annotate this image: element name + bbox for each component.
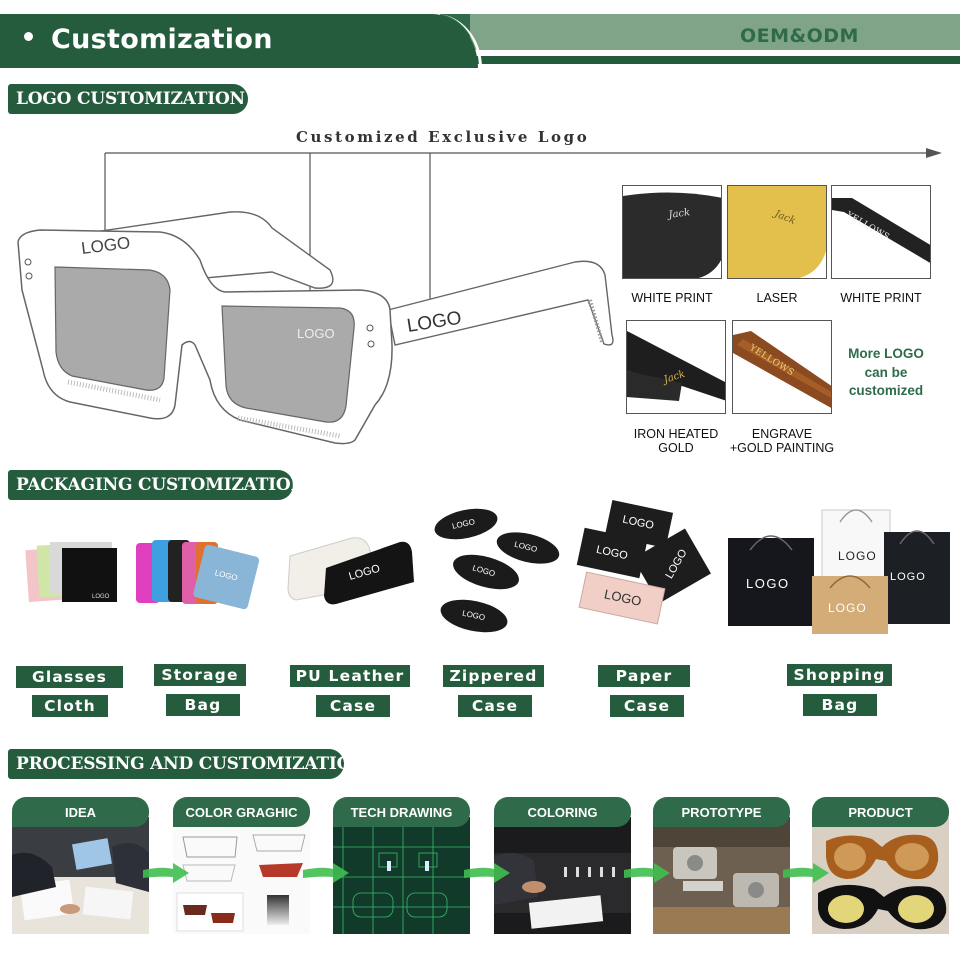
arrow-right-icon [143, 863, 189, 883]
step-title: COLOR GRAGHIC [173, 797, 310, 827]
sample-laser-lens: Jack [727, 185, 827, 279]
cloth-logo: LOGO [92, 594, 110, 600]
more-logo-note: More LOGO can be customized [836, 345, 936, 401]
paper-case-image: LOGO LOGO LOGO LOGO [576, 499, 711, 625]
header-bottom-stripe [470, 56, 960, 64]
caption-line-2: GOLD [658, 441, 694, 455]
storage-bag-image: LOGO [136, 540, 260, 610]
sample-iron-heated-gold: Jack [626, 320, 726, 414]
page-title: Customization [24, 24, 273, 55]
packaging-label-line1: Glasses [16, 666, 123, 688]
sample-caption: WHITE PRINT [840, 291, 922, 305]
arrow-right-icon [464, 863, 510, 883]
process-step-prototype: PROTOTYPE [653, 797, 790, 934]
step-title: COLORING [494, 797, 631, 827]
packaging-label-line1: Zippered [443, 665, 544, 687]
product-photo [812, 817, 949, 934]
arrow-right-icon [783, 863, 829, 883]
packaging-label-line2: Cloth [32, 695, 108, 717]
page-title-text: Customization [51, 24, 273, 55]
oem-odm-label: OEM&ODM [740, 25, 859, 47]
packaging-label-line2: Bag [166, 694, 240, 716]
sample-caption: LASER [756, 291, 798, 305]
note-line: can be [864, 364, 908, 380]
arrow-right-icon [624, 863, 670, 883]
caption-line-1: ENGRAVE [751, 427, 813, 441]
packaging-label-line1: Storage [154, 664, 246, 686]
step-title: IDEA [12, 797, 149, 827]
caption-line-1: IRON HEATED [633, 427, 719, 441]
sample-engrave-gold: YELLOWS [732, 320, 832, 414]
sample-caption: WHITE PRINT [631, 291, 713, 305]
sample-white-print-temple: YELLOWS [831, 185, 931, 279]
process-step-color-graphic: COLOR GRAGHIC [173, 797, 310, 934]
header-title-band [0, 14, 478, 68]
packaging-illustrations: LOGO LOGO LOGO LOGO LOGO LOGO LOGO LOGO … [25, 499, 950, 634]
packaging-customization-tag: PACKAGING CUSTOMIZATION [8, 470, 306, 500]
processing-customization-tag: PROCESSING AND CUSTOMIZATION [8, 749, 367, 779]
sunglasses-diagram: LOGO LOGO LOGO [17, 148, 942, 445]
packaging-label-line2: Case [458, 695, 532, 717]
coloring-photo [494, 817, 631, 934]
bag-logo: LOGO [746, 576, 790, 591]
step-title: PRODUCT [812, 797, 949, 827]
engraving-text: Jack [666, 207, 691, 221]
logo-subtitle: Customized Exclusive Logo [296, 128, 590, 146]
frame-logo-lens: LOGO [297, 326, 335, 341]
idea-photo [12, 817, 149, 934]
packaging-label-line1: Paper [598, 665, 690, 687]
packaging-label-line2: Case [610, 695, 684, 717]
process-step-tech-drawing: TECH DRAWING [333, 797, 470, 934]
note-line: More LOGO [848, 346, 924, 361]
packaging-label-line2: Bag [803, 694, 877, 716]
pu-leather-case-image: LOGO [287, 537, 414, 605]
sample-caption: ENGRAVE +GOLD PAINTING [722, 427, 842, 455]
packaging-label-line1: PU Leather [290, 665, 410, 687]
step-title: TECH DRAWING [333, 797, 470, 827]
process-step-idea: IDEA [12, 797, 149, 934]
bag-logo: LOGO [828, 601, 867, 615]
logo-customization-tag: LOGO CUSTOMIZATION [8, 84, 248, 114]
arrow-right-icon [303, 863, 349, 883]
process-step-product: PRODUCT [812, 797, 949, 934]
header-divider [470, 50, 960, 56]
bag-logo: LOGO [890, 571, 926, 583]
zippered-case-image: LOGO LOGO LOGO LOGO [434, 508, 560, 633]
color-graphic-photo [173, 817, 310, 934]
header-light-band [470, 14, 960, 50]
bag-logo: LOGO [838, 549, 877, 563]
sample-white-print-lens: Jack [622, 185, 722, 279]
prototype-photo [653, 817, 790, 934]
glasses-cloth-image: LOGO [25, 542, 117, 603]
tech-drawing-photo [333, 817, 470, 934]
sample-caption: IRON HEATED GOLD [620, 427, 732, 455]
note-line: customized [848, 383, 924, 398]
caption-line-2: +GOLD PAINTING [729, 441, 835, 455]
bullet-icon [24, 32, 33, 41]
process-step-coloring: COLORING [494, 797, 631, 934]
packaging-label-line1: Shopping [787, 664, 892, 686]
step-title: PROTOTYPE [653, 797, 790, 827]
packaging-label-line2: Case [316, 695, 390, 717]
shopping-bag-image: LOGO LOGO LOGO LOGO [728, 509, 950, 634]
